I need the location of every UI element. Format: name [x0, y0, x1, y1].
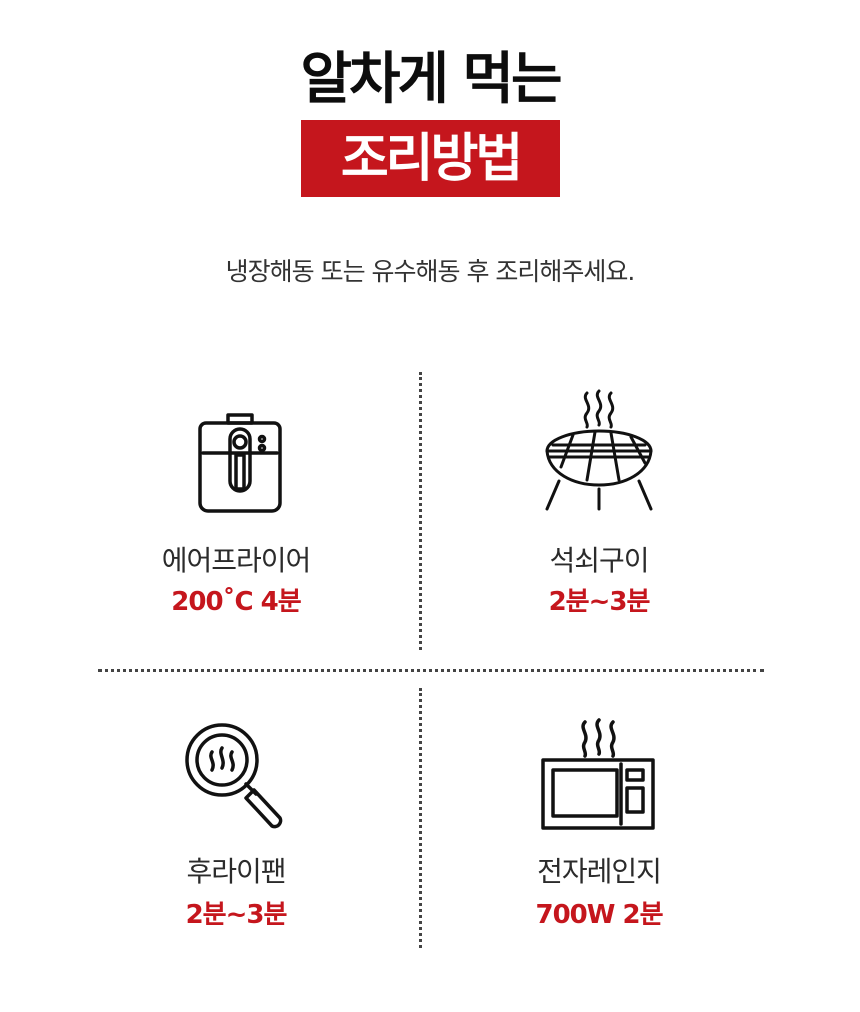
microwave-icon: [449, 712, 749, 842]
page-title: 알차게 먹는: [300, 47, 562, 112]
vertical-divider-bottom: [419, 688, 422, 948]
method-name: 전자레인지: [537, 855, 662, 888]
method-name: 후라이팬: [186, 855, 286, 888]
vertical-divider-top: [419, 372, 422, 650]
method-time: 700W 2분: [535, 900, 663, 930]
frying-pan-icon: [86, 712, 386, 842]
method-time: 2분~3분: [185, 900, 288, 930]
air-fryer-icon: [86, 385, 386, 515]
method-time: 200˚C 4분: [171, 587, 301, 617]
horizontal-divider: [98, 669, 764, 672]
method-name: 에어프라이어: [161, 544, 312, 577]
grill-icon: [449, 385, 749, 515]
method-name: 석쇠구이: [549, 544, 649, 577]
page-title-highlight: 조리방법: [340, 128, 523, 189]
page-subtitle: 냉장해동 또는 유수해동 후 조리해주세요.: [225, 257, 636, 286]
method-time: 2분~3분: [548, 587, 651, 617]
title-highlight-box: 조리방법: [301, 120, 560, 197]
